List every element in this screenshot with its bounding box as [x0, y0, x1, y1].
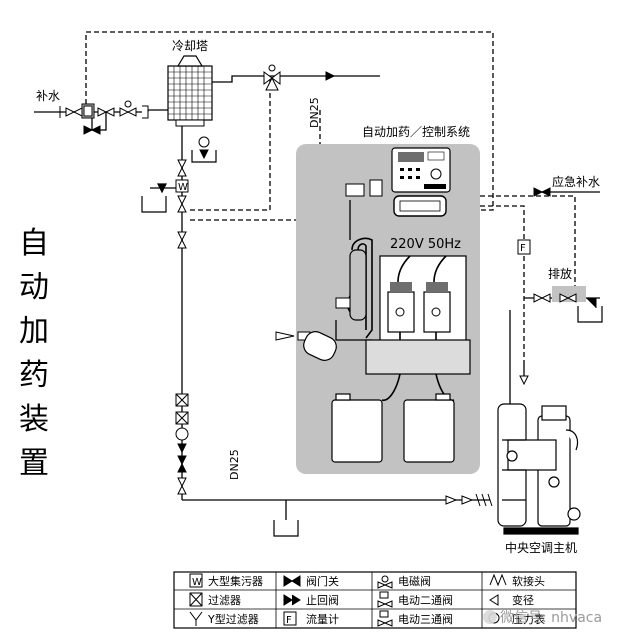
- legend-item: 过滤器: [208, 594, 241, 607]
- side-title-char: 药: [19, 358, 49, 393]
- drain-label: 排放: [548, 266, 572, 281]
- side-title-char: 装: [19, 402, 49, 437]
- side-title-char: 动: [19, 270, 49, 305]
- legend-item: 电动二通阀: [398, 593, 453, 607]
- three-way-valve-icon: [263, 64, 336, 91]
- emergency-valve: [533, 187, 551, 197]
- legend-item: 压力表: [512, 612, 545, 626]
- legend-item: 变径: [512, 593, 534, 607]
- side-title-char: 自: [19, 226, 49, 261]
- side-title-char: 置: [19, 446, 49, 481]
- tube-column: [349, 249, 367, 321]
- legend-item: Y型过滤器: [207, 612, 259, 626]
- makeup-valves: [59, 100, 149, 135]
- legend-item: 软接头: [512, 574, 545, 588]
- watermark: 微信号: nhvaca: [483, 610, 602, 626]
- legend-item: 电磁阀: [398, 574, 431, 588]
- svg-text:F: F: [520, 243, 526, 254]
- legend-item: 阀门关: [306, 574, 339, 588]
- side-title-char: 加: [19, 314, 49, 349]
- control-system-label: 自动加药／控制系统: [362, 125, 470, 139]
- bypass-feeder: [303, 331, 337, 361]
- probe-sensor: [345, 179, 383, 197]
- legend-item: 电动三通阀: [398, 612, 453, 626]
- chiller-valve: [445, 375, 529, 507]
- controller-unit: [391, 147, 451, 217]
- dn25-bottom-label: DN25: [228, 449, 241, 480]
- chemical-tanks: [331, 393, 455, 463]
- flowmeter-icon: F: [517, 239, 531, 255]
- makeup-water-label: 补水: [36, 89, 60, 103]
- legend: W F 大型集污器 阀门关 电磁阀 软接头 过滤器 止回阀 电动二通阀 变径 Y…: [173, 571, 577, 629]
- svg-text:W: W: [178, 182, 188, 193]
- legend-item: 大型集污器: [208, 574, 263, 588]
- cooling-tower: [167, 55, 213, 127]
- watermark-text: 微信号: nhvaca: [500, 610, 602, 626]
- legend-item: 流量计: [306, 612, 339, 626]
- drain-pits: [141, 150, 603, 537]
- drain-valves: [533, 286, 597, 308]
- svg-text:F: F: [286, 615, 292, 626]
- dosing-pumps: [365, 255, 471, 375]
- chiller-unit: [497, 403, 581, 535]
- side-title: 自 动 加 药 装 置: [14, 222, 54, 486]
- emergency-makeup-label: 应急补水: [552, 174, 600, 189]
- chiller-label: 中央空调主机: [505, 540, 577, 555]
- legend-item: 止回阀: [306, 593, 339, 607]
- tower-valves: W: [175, 136, 210, 495]
- dn25-top-label: DN25: [308, 97, 321, 128]
- svg-text:W: W: [192, 577, 202, 588]
- voltage-label: 220V 50Hz: [390, 237, 461, 252]
- cooling-tower-label: 冷却塔: [172, 39, 208, 53]
